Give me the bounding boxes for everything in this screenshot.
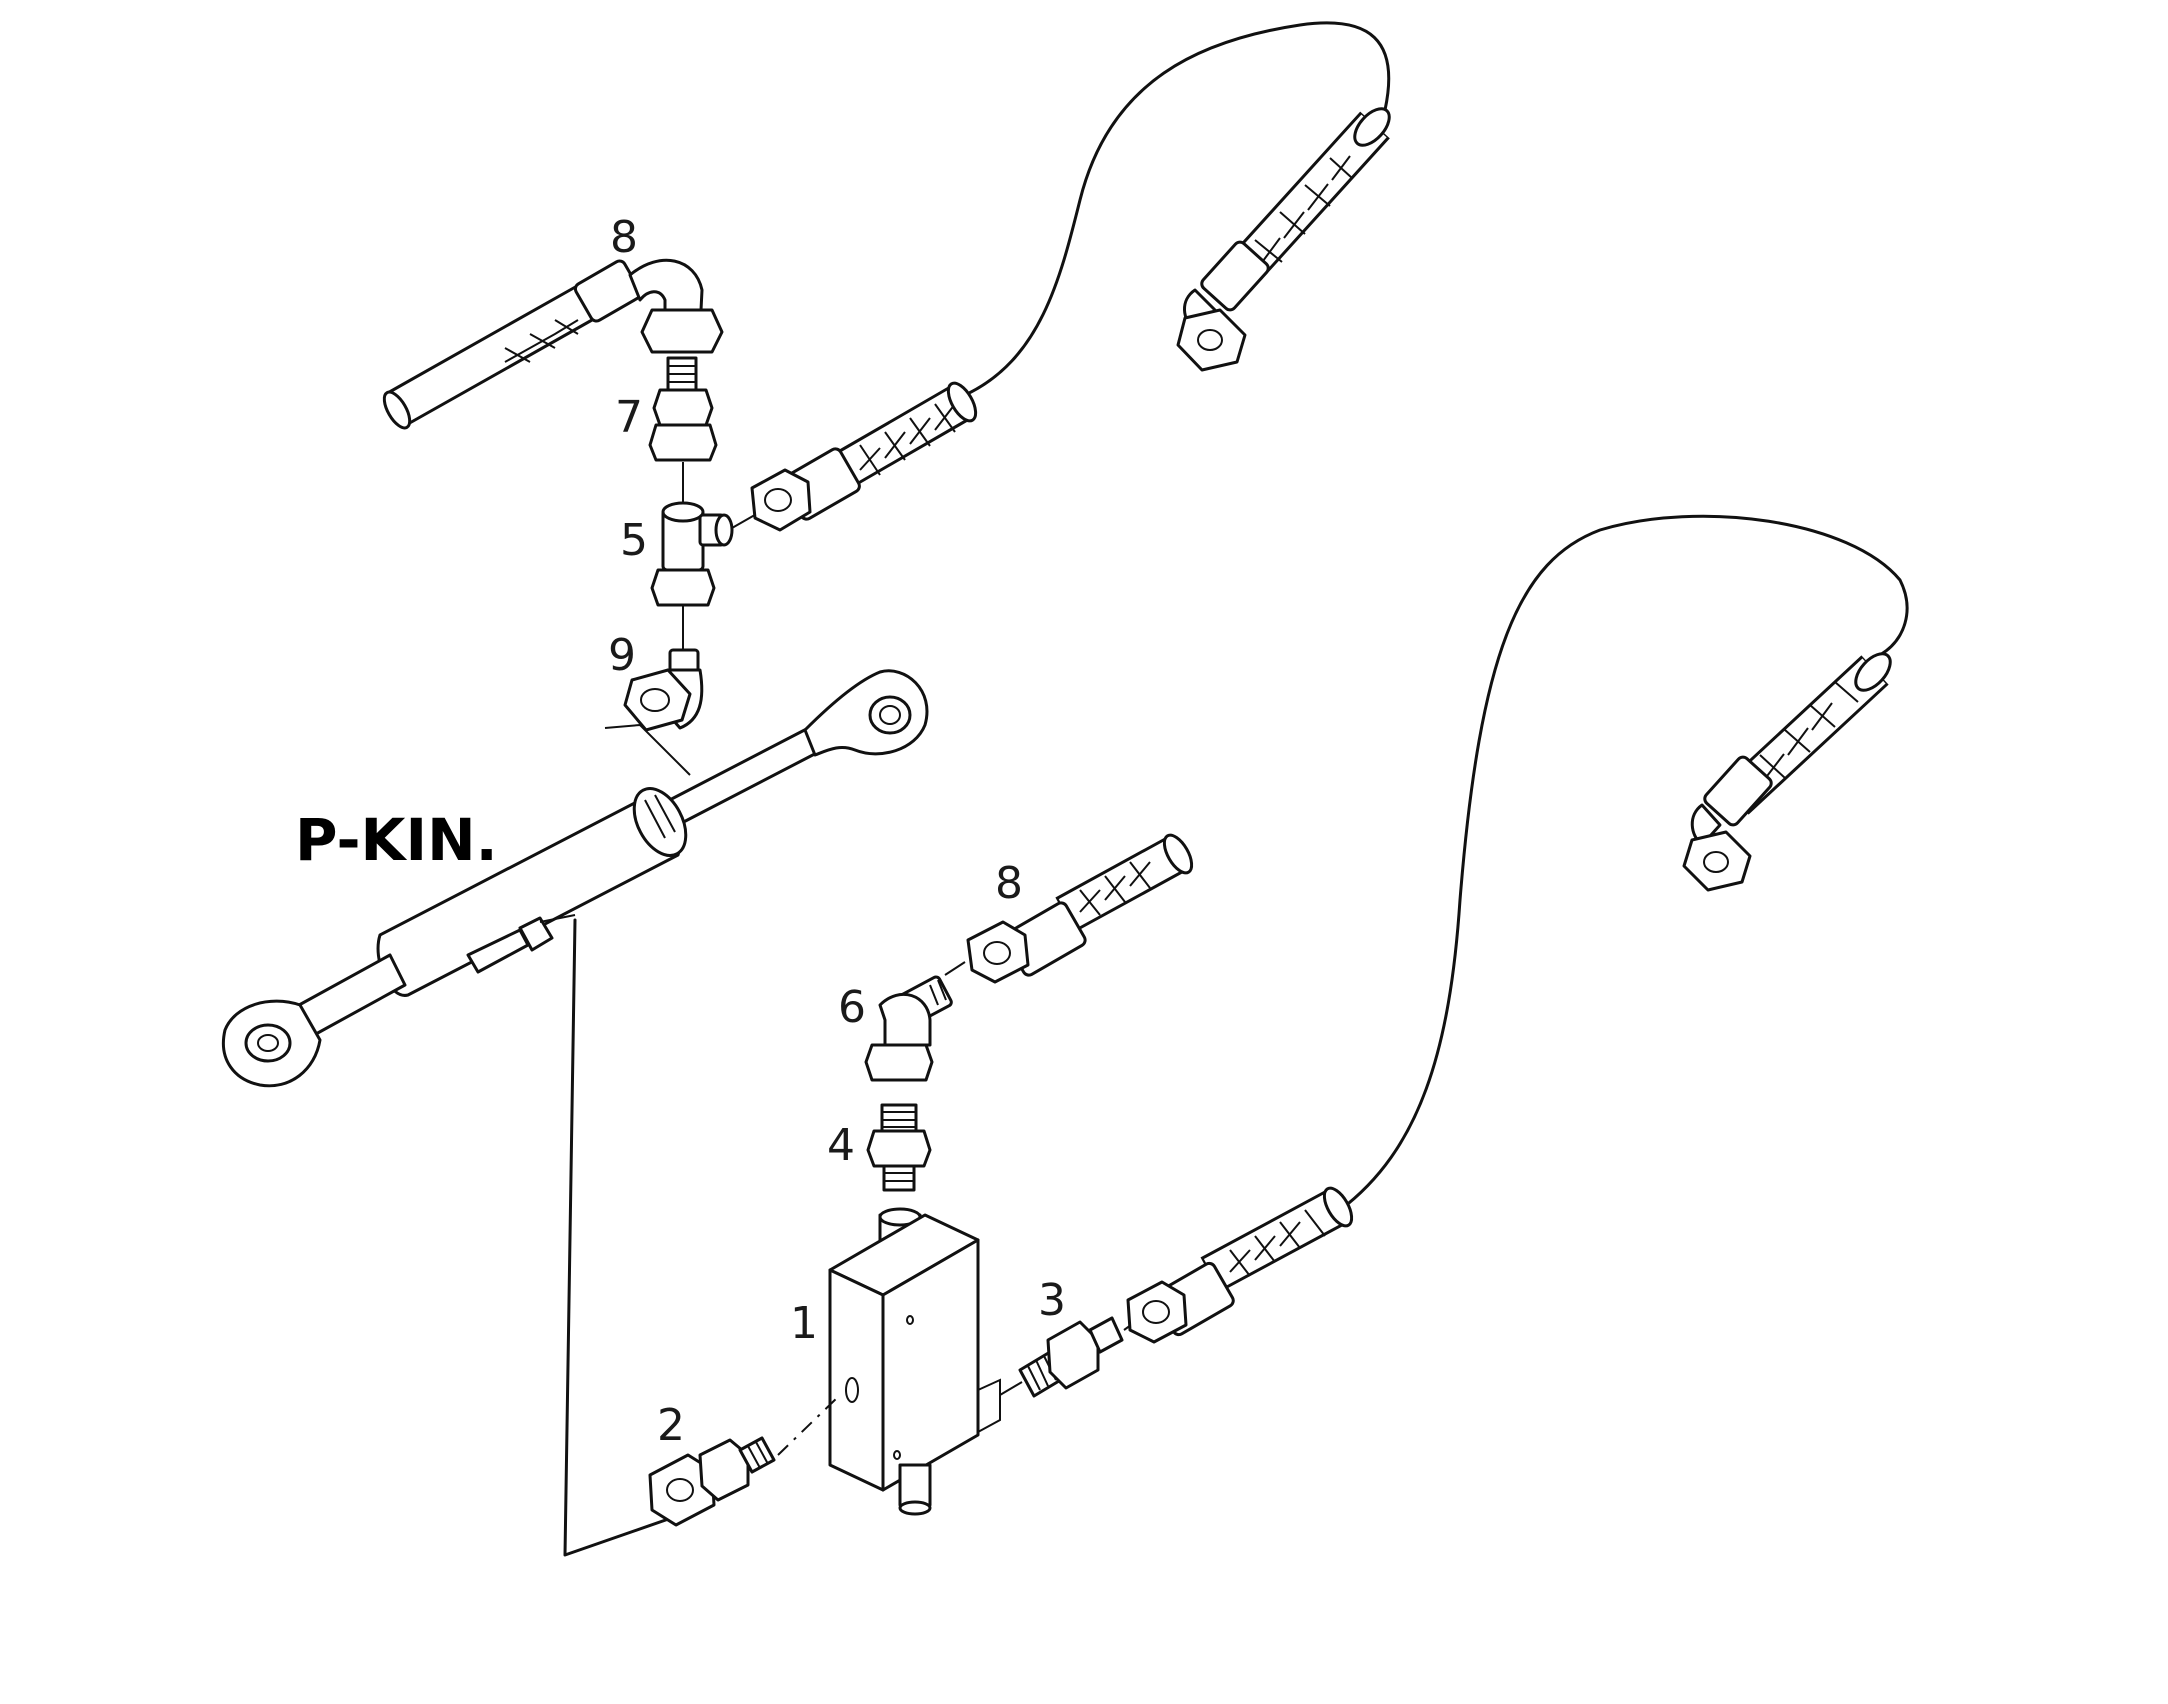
leader-9-cylinder [604, 723, 691, 776]
callout-3: 3 [1038, 1275, 1066, 1326]
middle-hose [750, 381, 978, 532]
upper-left-hose [382, 258, 724, 430]
hex-nut-middle [750, 468, 812, 532]
nipple-4 [866, 1103, 932, 1192]
valve-block-1 [828, 1207, 1001, 1516]
elbow-6 [864, 975, 953, 1082]
axis-1-3 [999, 1381, 1023, 1396]
callout-9: 9 [608, 630, 636, 681]
callout-8-top: 8 [610, 212, 638, 263]
upper-thin-pipe [963, 21, 1391, 397]
hydraulic-cylinder [222, 669, 929, 1088]
adapter-7 [648, 356, 718, 462]
cylinder-feed-line [563, 918, 682, 1557]
upper-right-hose-end [1176, 107, 1391, 372]
elbow-9 [623, 648, 704, 732]
callout-1: 1 [790, 1298, 818, 1349]
fitting-2 [648, 1436, 776, 1527]
far-right-hose-end [1682, 652, 1892, 892]
callout-4: 4 [827, 1120, 855, 1171]
lower-right-hose [1126, 1186, 1354, 1344]
axis-6-8 [944, 961, 966, 976]
callout-5: 5 [620, 515, 648, 566]
hex-nut-far-right [1682, 830, 1752, 892]
hex-nut-top [640, 308, 724, 354]
callout-6: 6 [838, 982, 866, 1033]
hex-nut-upper-right [1176, 308, 1247, 372]
hex-nut-lower-right-hose [1126, 1280, 1188, 1344]
callout-8-bottom: 8 [995, 858, 1023, 909]
diagram-title: P-KIN. [295, 806, 498, 874]
tee-5 [650, 501, 734, 607]
adapter-3 [1018, 1316, 1124, 1398]
callout-7: 7 [615, 392, 643, 443]
axis-2-1 [777, 1394, 841, 1456]
callout-2: 2 [657, 1400, 685, 1451]
lower-left-hose [966, 833, 1194, 984]
hex-nut-lower-hose [966, 920, 1030, 984]
lower-thin-pipe [1338, 514, 1909, 1212]
